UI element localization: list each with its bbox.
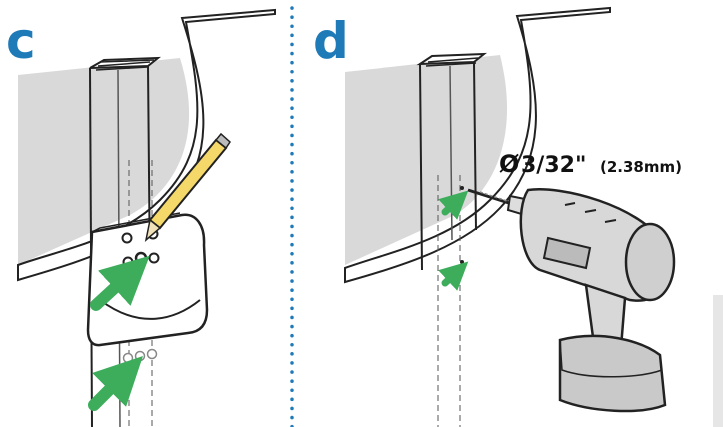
page-edge-mark bbox=[713, 295, 723, 427]
green-arrow-icon bbox=[438, 261, 469, 291]
pencil-icon bbox=[144, 132, 231, 242]
panel-d: d Ø 3/32" (2.38mm) bbox=[313, 6, 682, 427]
panel-c: c bbox=[6, 8, 276, 427]
green-arrow-icon bbox=[88, 356, 143, 411]
paper-edge bbox=[344, 6, 611, 284]
green-arrow-icon bbox=[438, 190, 469, 220]
diameter-symbol: Ø bbox=[499, 150, 519, 178]
green-arrow-icon bbox=[90, 255, 150, 311]
drill-icon bbox=[467, 188, 676, 413]
step-label-c: c bbox=[6, 12, 36, 70]
drill-bit-size-metric: (2.38mm) bbox=[600, 158, 682, 176]
drill-bit-size-callout: Ø 3/32" (2.38mm) bbox=[499, 150, 682, 178]
drill-bit-size-imperial: 3/32" bbox=[521, 153, 586, 178]
wall-shade bbox=[345, 55, 508, 265]
step-label-d: d bbox=[313, 12, 349, 70]
wall-shade bbox=[18, 58, 190, 265]
